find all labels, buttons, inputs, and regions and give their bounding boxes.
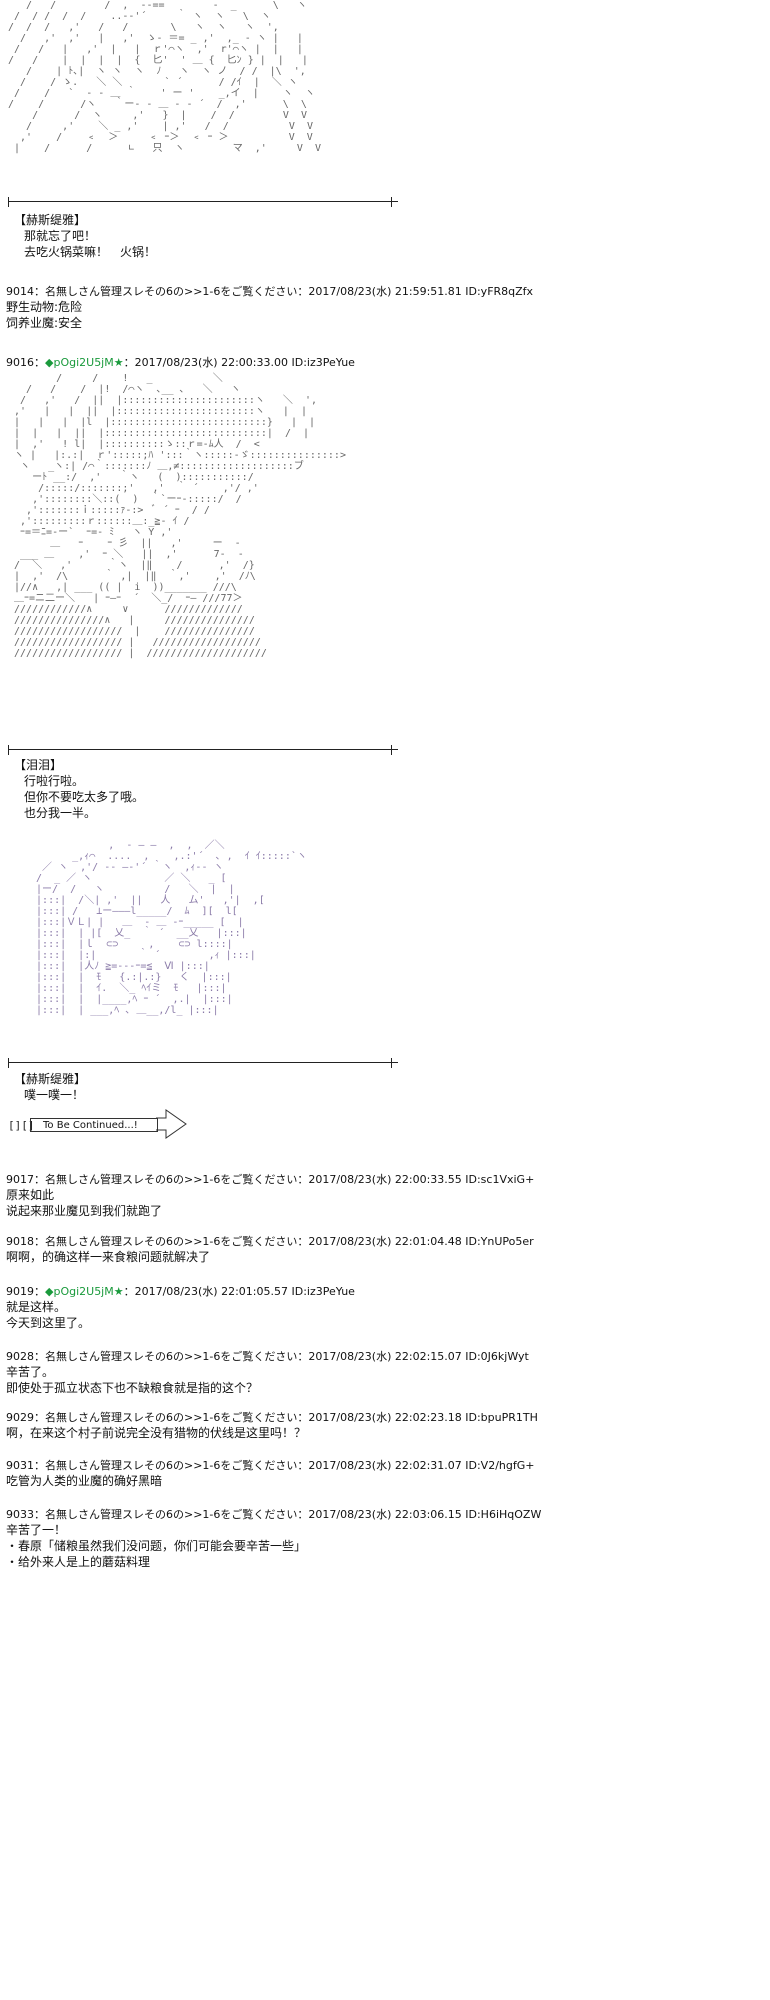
post-line: 辛苦了一！ (6, 1523, 67, 1537)
dialogue-hestia-1: 【赫斯缇雅】 那就忘了吧！ 去吃火锅菜嘛！ 火锅！ (14, 212, 156, 260)
post-9018: 9018：名無しさん管理スレその6の>>1-6をご覧ください：2017/08/2… (6, 1234, 596, 1265)
divider-3 (8, 1058, 398, 1068)
post-body: 原来如此 说起来那业魔见到我们就跑了 (6, 1187, 596, 1219)
post-line: 辛苦了。 (6, 1365, 55, 1379)
post-9028: 9028：名無しさん管理スレその6の>>1-6をご覧ください：2017/08/2… (6, 1349, 596, 1396)
post-body: 辛苦了一！ ・春原「储粮虽然我们没问题，你们可能会要辛苦一些」 ・给外来人是上的… (6, 1522, 596, 1570)
speaker-name: 【泪泪】 (14, 758, 63, 772)
post-9017: 9017：名無しさん管理スレその6の>>1-6をご覧ください：2017/08/2… (6, 1172, 596, 1219)
post-body: 吃管为人类的业魔的确好黑暗 (6, 1473, 596, 1489)
post-9014: 9014：名無しさん管理スレその6の>>1-6をご覧ください：2017/08/2… (6, 284, 596, 331)
post-meta: ：2017/08/23(水) 22:01:05.57 ID:iz3PeYue (123, 1285, 355, 1298)
dialogue-line: 也分我一半。 (24, 806, 97, 820)
post-meta: ：2017/08/23(水) 22:00:33.00 ID:iz3PeYue (123, 356, 355, 369)
to-be-continued-label: To Be Continued...! (30, 1118, 158, 1132)
post-9033: 9033：名無しさん管理スレその6の>>1-6をご覧ください：2017/08/2… (6, 1507, 596, 1570)
dialogue-line: 但你不要吃太多了哦。 (24, 790, 145, 804)
post-header: 9028：名無しさん管理スレその6の>>1-6をご覧ください：2017/08/2… (6, 1350, 529, 1363)
speaker-name: 【赫斯缇雅】 (14, 213, 87, 227)
post-header: 9029：名無しさん管理スレその6の>>1-6をご覧ください：2017/08/2… (6, 1411, 538, 1424)
dialogue-line: 噗一噗一！ (24, 1088, 85, 1102)
trip-code: ◆pOgi2U5jM★ (45, 1285, 124, 1298)
thread-page: / / / , -‐==｀ ｀ ｀ - _ \ ヽ / / / / / ..-‐… (6, 0, 596, 1570)
post-header: 9019：◆pOgi2U5jM★：2017/08/23(水) 22:01:05.… (6, 1284, 596, 1299)
post-9031: 9031：名無しさん管理スレその6の>>1-6をご覧ください：2017/08/2… (6, 1458, 596, 1489)
post-line: 即使处于孤立状态下也不缺粮食就是指的这个？ (6, 1381, 259, 1395)
divider-2 (8, 745, 398, 755)
dialogue-line: 去吃火锅菜嘛！ 火锅！ (24, 245, 157, 259)
dialogue-hestia-2: 【赫斯缇雅】 噗一噗一！ (14, 1071, 86, 1103)
dialogue-line: 那就忘了吧！ (24, 229, 97, 243)
ascii-art-leilei: / / ! _ ＼ / / / |! /⌒ヽ ､__ ､ ＼ ヽ / ,' / … (14, 373, 346, 659)
post-line: 说起来那业魔见到我们就跑了 (6, 1204, 163, 1218)
post-9029: 9029：名無しさん管理スレその6の>>1-6をご覧ください：2017/08/2… (6, 1410, 596, 1441)
post-9016: 9016：◆pOgi2U5jM★：2017/08/23(水) 22:00:33.… (6, 355, 596, 370)
post-body: 辛苦了。 即使处于孤立状态下也不缺粮食就是指的这个？ (6, 1364, 596, 1396)
bracket-bars: [][] (8, 1119, 35, 1132)
post-line: 啊啊，的确这样一来食粮问题就解决了 (6, 1250, 211, 1264)
post-header: 9016：◆pOgi2U5jM★：2017/08/23(水) 22:00:33.… (6, 355, 596, 370)
dialogue-line: 行啦行啦。 (24, 774, 85, 788)
post-line: 饲养业魔:安全 (6, 316, 83, 330)
arrow-right-icon (156, 1109, 187, 1139)
post-body: 啊啊，的确这样一来食粮问题就解决了 (6, 1249, 596, 1265)
post-line: 吃管为人类的业魔的确好黑暗 (6, 1474, 163, 1488)
post-line: 野生动物:危险 (6, 300, 83, 314)
trip-code: ◆pOgi2U5jM★ (45, 356, 124, 369)
post-line: ・给外来人是上的蘑菇料理 (6, 1555, 151, 1569)
post-line: 原来如此 (6, 1188, 55, 1202)
post-number: 9019： (6, 1285, 45, 1298)
post-header: 9033：名無しさん管理スレその6の>>1-6をご覧ください：2017/08/2… (6, 1508, 542, 1521)
post-body: 啊，在来这个村子前说完全没有猎物的伏线是这里吗！？ (6, 1425, 596, 1441)
ascii-art-hestia-1: / / / , -‐==｀ ｀ ｀ - _ \ ヽ / / / / / ..-‐… (8, 0, 321, 154)
speaker-name: 【赫斯缇雅】 (14, 1072, 87, 1086)
post-number: 9016： (6, 356, 45, 369)
post-9019: 9019：◆pOgi2U5jM★：2017/08/23(水) 22:01:05.… (6, 1284, 596, 1331)
post-line: 今天到这里了。 (6, 1316, 91, 1330)
to-be-continued-banner: [][] To Be Continued...! (8, 1108, 198, 1140)
post-header: 9031：名無しさん管理スレその6の>>1-6をご覧ください：2017/08/2… (6, 1459, 535, 1472)
post-header: 9018：名無しさん管理スレその6の>>1-6をご覧ください：2017/08/2… (6, 1235, 534, 1248)
post-line: ・春原「储粮虽然我们没问题，你们可能会要辛苦一些」 (6, 1539, 307, 1553)
post-line: 就是这样。 (6, 1300, 67, 1314)
post-header: 9017：名無しさん管理スレその6の>>1-6をご覧ください：2017/08/2… (6, 1173, 535, 1186)
post-line: 啊，在来这个村子前说完全没有猎物的伏线是这里吗！？ (6, 1426, 307, 1440)
dialogue-leilei: 【泪泪】 行啦行啦。 但你不要吃太多了哦。 也分我一半。 (14, 757, 144, 821)
post-body: 就是这样。 今天到这里了。 (6, 1299, 596, 1331)
divider-1 (8, 197, 398, 207)
post-header: 9014：名無しさん管理スレその6の>>1-6をご覧ください：2017/08/2… (6, 285, 534, 298)
post-body: 野生动物:危险 饲养业魔:安全 (6, 299, 596, 331)
ascii-art-hestia-2: , ‐ ― ― , , ／＼ _,ｨ⌒ .... , ,.:'´ ､ , ｲ ｲ… (36, 840, 307, 1016)
